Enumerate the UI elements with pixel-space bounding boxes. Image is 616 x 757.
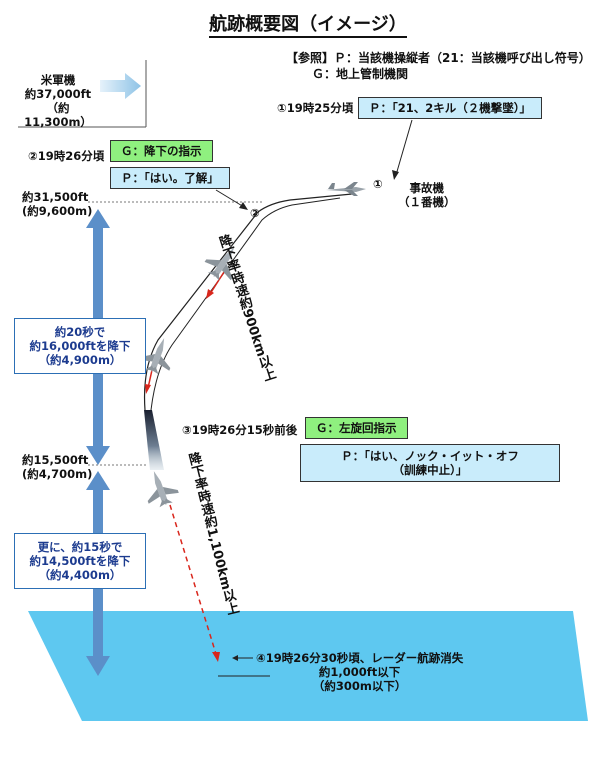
red-arrow-1 bbox=[209, 271, 225, 295]
diving-aircraft-icon-1 bbox=[204, 247, 235, 281]
event3-pilot-line1: Ｐ：「はい、ノック・イット・オフ bbox=[341, 449, 519, 463]
accident-aircraft-name: 事故機 bbox=[409, 181, 445, 195]
descent-bar-1-top-icon bbox=[86, 209, 110, 228]
diving-aircraft-icon-3 bbox=[147, 471, 179, 508]
event1-pilot-box: Ｐ：「21、2キル（２機撃墜）」 bbox=[358, 97, 543, 119]
event4-line2: 約1,000ft以下 bbox=[318, 665, 401, 679]
event4-pointer-icon bbox=[232, 655, 238, 661]
alt2-ft: 約15,500ft bbox=[22, 453, 89, 467]
alt1-m: (約9,600m) bbox=[22, 204, 93, 218]
descent2-line3: （約4,400m） bbox=[38, 568, 122, 582]
descent2-line2: 約14,500ftを降下 bbox=[29, 554, 131, 568]
event4-line3: （約300m以下） bbox=[312, 679, 407, 693]
red-arrow-2-head-icon bbox=[145, 384, 151, 394]
callout-line-1 bbox=[395, 119, 413, 176]
us-aircraft-alt-ft: 約37,000ft bbox=[24, 87, 92, 101]
legend-line1: 【参照】Ｐ：当該機操縦者（21：当該機呼び出し符号） bbox=[286, 51, 591, 65]
event3-pilot-box: Ｐ：「はい、ノック・イット・オフ （訓練中止）」 bbox=[300, 444, 560, 482]
event2-pilot-box: Ｐ：「はい。了解」 bbox=[110, 167, 230, 189]
alt2-m: (約4,700m) bbox=[22, 467, 93, 481]
legend: 【参照】Ｐ：当該機操縦者（21：当該機呼び出し符号） Ｇ：地上管制機関 bbox=[286, 50, 591, 82]
us-aircraft-alt-m: （約11,300m） bbox=[24, 101, 92, 129]
event3-time: ③19時26分15秒前後 bbox=[182, 423, 298, 437]
event4-info: ④19時26分30秒頃、レーダー航跡消失 約1,000ft以下 （約300m以下… bbox=[256, 651, 463, 693]
descent1-line1: 約20秒で bbox=[54, 325, 106, 339]
flight-path-outer bbox=[143, 193, 353, 411]
event3-ground-box: Ｇ：左旋回指示 bbox=[305, 417, 408, 439]
descent-bar-2-bottom-icon bbox=[86, 656, 110, 676]
descent2-line1: 更に、約15秒で bbox=[37, 540, 123, 554]
final-descent-path bbox=[169, 504, 217, 655]
descent1-box: 約20秒で 約16,000ftを降下 （約4,900m） bbox=[14, 318, 146, 374]
title-text: 航跡概要図（イメージ） bbox=[209, 14, 407, 38]
event2-ground-box: Ｇ：降下の指示 bbox=[110, 140, 213, 162]
accident-aircraft-label: 事故機 （１番機） bbox=[398, 181, 456, 209]
sea bbox=[28, 611, 588, 721]
alt1-ft: 約31,500ft bbox=[22, 190, 89, 204]
final-descent-arrow-icon bbox=[212, 652, 220, 662]
alt1-label: 約31,500ft (約9,600m) bbox=[22, 190, 92, 218]
speed2-wrap: 降下率時速約1,100km以上 bbox=[182, 450, 240, 630]
page-title: 航跡概要図（イメージ） bbox=[0, 10, 616, 38]
us-direction-arrow-icon bbox=[100, 73, 141, 99]
descent-bar-1-bottom-icon bbox=[86, 446, 110, 465]
path-marker-2: ② bbox=[250, 206, 260, 220]
legend-line2: Ｇ：地上管制機関 bbox=[312, 67, 409, 81]
speed1-wrap: 降下率時速約900km以上 bbox=[212, 232, 277, 402]
accident-aircraft-sub: （１番機） bbox=[398, 195, 456, 209]
descent1-line3: （約4,900m） bbox=[38, 353, 122, 367]
callout-arrow-2-icon bbox=[239, 202, 248, 210]
event4-line1: ④19時26分30秒頃、レーダー航跡消失 bbox=[256, 651, 464, 665]
accident-aircraft-marker: ① bbox=[373, 177, 383, 191]
accident-aircraft-icon bbox=[326, 182, 366, 196]
us-aircraft-info: 米軍機 約37,000ft （約11,300m） bbox=[18, 73, 98, 139]
callout-arrow-1-icon bbox=[392, 170, 399, 180]
descent1-line2: 約16,000ftを降下 bbox=[29, 339, 131, 353]
vapour-trail bbox=[144, 410, 164, 470]
event3-pilot-line2: （訓練中止）」 bbox=[392, 463, 468, 477]
event2-time: ②19時26分頃 bbox=[28, 149, 105, 163]
descent2-box: 更に、約15秒で 約14,500ftを降下 （約4,400m） bbox=[14, 533, 146, 589]
descent-bar-2-top-icon bbox=[86, 471, 110, 490]
us-aircraft-name: 米軍機 bbox=[40, 73, 76, 87]
event1-time: ①19時25分頃 bbox=[277, 101, 354, 115]
alt2-label: 約15,500ft (約4,700m) bbox=[22, 453, 92, 481]
red-arrow-1-head-icon bbox=[206, 289, 214, 299]
callout-line-2 bbox=[215, 189, 245, 208]
